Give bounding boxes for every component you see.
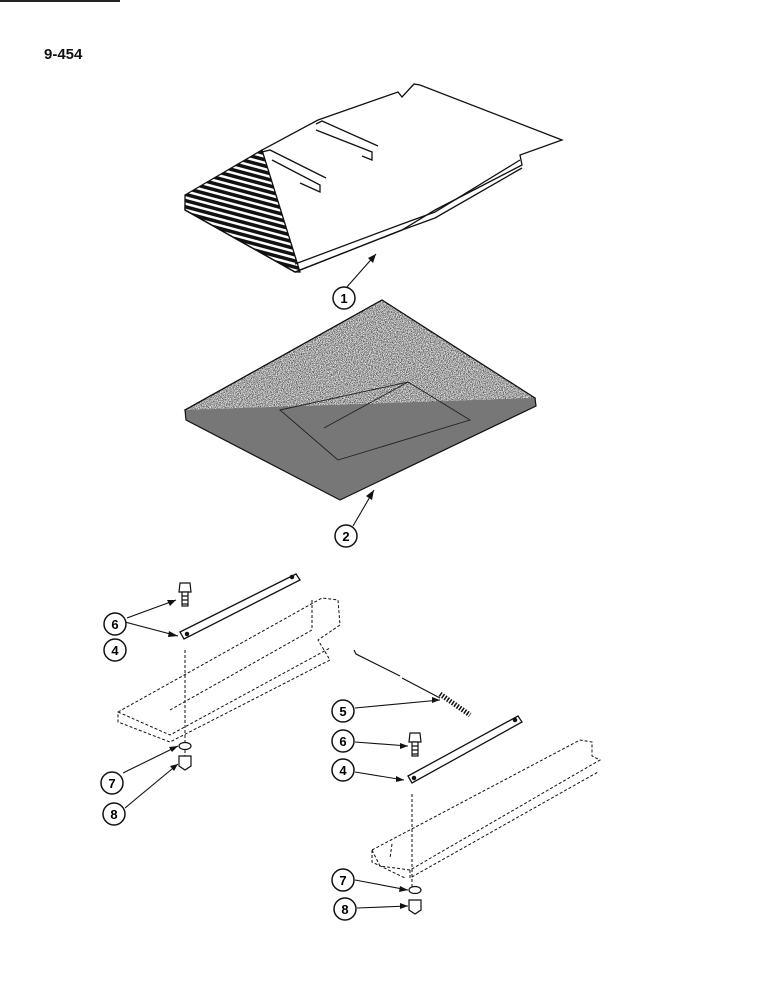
floor-mat-part-1 [184, 83, 564, 273]
right-nut-part-8 [408, 899, 422, 915]
svg-text:7: 7 [108, 776, 115, 791]
right-washer-part-7 [408, 885, 422, 895]
left-bolt-part-6 [178, 582, 192, 607]
svg-text:2: 2 [342, 529, 349, 544]
callout-7-left: 7 [100, 771, 124, 795]
right-strap-part-4 [407, 715, 523, 784]
svg-text:6: 6 [111, 617, 118, 632]
svg-text:5: 5 [339, 704, 346, 719]
callout-5: 5 [331, 699, 355, 723]
page-number: 9-454 [44, 46, 83, 63]
underlay-pad-part-2 [183, 299, 537, 501]
leader-lines [122, 253, 441, 909]
svg-text:8: 8 [110, 807, 117, 822]
top-rule [0, 0, 120, 2]
callout-1: 1 [332, 286, 356, 310]
svg-text:6: 6 [339, 734, 346, 749]
callout-2: 2 [334, 524, 358, 548]
leader-arrowheads [167, 254, 440, 909]
svg-text:1: 1 [340, 291, 347, 306]
callout-6-left: 6 [103, 612, 127, 636]
callout-7-right: 7 [331, 868, 355, 892]
right-support-frame [371, 739, 602, 888]
callout-4-right: 4 [331, 758, 355, 782]
callout-8-left: 8 [102, 802, 126, 826]
svg-text:8: 8 [341, 902, 348, 917]
svg-text:7: 7 [339, 873, 346, 888]
left-washer-part-7 [178, 741, 192, 751]
spring-rod-part-5 [353, 649, 472, 718]
svg-text:4: 4 [111, 643, 119, 658]
callout-4-left: 4 [103, 638, 127, 662]
left-support-frame [117, 597, 341, 760]
callout-6-right: 6 [331, 729, 355, 753]
callout-8-right: 8 [333, 897, 357, 921]
left-nut-part-8 [178, 755, 192, 771]
left-strap-part-4 [179, 573, 301, 640]
right-bolt-part-6 [408, 732, 422, 757]
svg-text:4: 4 [339, 763, 347, 778]
